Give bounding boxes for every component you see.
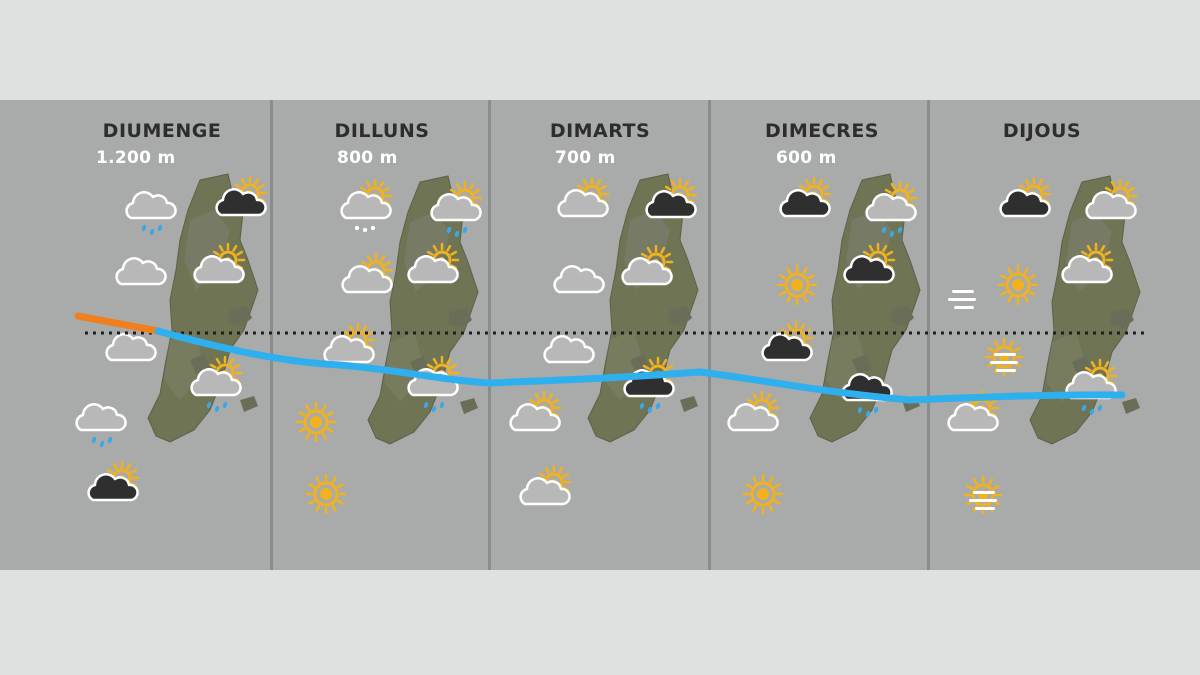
sun-icon: [776, 264, 818, 306]
sun-cloud-icon: [557, 176, 610, 218]
snow-level-dimarts: 700 m: [555, 148, 616, 168]
sun-dark-cloud-icon: [779, 176, 832, 218]
sun-icon: [742, 473, 784, 515]
sun-fog-icon: [984, 337, 1024, 377]
day-title-diumenge: DIUMENGE: [102, 120, 222, 142]
day-title-dimecres: DIMECRES: [765, 120, 879, 142]
sun-cloud-icon: [509, 390, 562, 432]
sun-cloud-icon: [1061, 242, 1114, 284]
snow-level-diumenge: 1.200 m: [96, 148, 176, 168]
sun-cloud-snow-icon: [340, 178, 393, 233]
day-title-dijous: DIJOUS: [1002, 120, 1082, 142]
cloud-rain-icon: [75, 403, 127, 448]
sun-cloud-rain-icon: [430, 180, 483, 238]
sun-dark-cloud-icon: [645, 177, 698, 219]
snow-level-dilluns: 800 m: [337, 148, 398, 168]
sun-cloud-icon: [621, 244, 674, 286]
sun-fog-icon: [963, 475, 1003, 515]
sun-cloud-icon: [407, 242, 460, 284]
cloudy-icon: [115, 257, 167, 286]
panel-divider: [708, 100, 711, 570]
snow-line-current: [74, 312, 162, 335]
day-title-dimarts: DIMARTS: [549, 120, 651, 142]
fog-icon: [948, 290, 976, 309]
icons-layer: [75, 175, 1138, 515]
sun-cloud-icon: [193, 242, 246, 284]
sun-icon: [295, 401, 337, 443]
cloudy-rain-icon: [125, 191, 177, 236]
sun-dark-cloud-icon: [87, 460, 140, 502]
sun-dark-cloud-icon: [761, 320, 814, 362]
sun-cloud-icon: [727, 390, 780, 432]
sun-icon: [305, 473, 347, 515]
sun-cloud-icon: [519, 464, 572, 506]
cloudy-icon: [105, 333, 157, 362]
cloudy-icon: [553, 265, 605, 294]
sun-cloud-rain-icon: [865, 180, 918, 238]
sun-cloud-icon: [341, 252, 394, 294]
sun-cloud-icon: [323, 322, 376, 364]
day-title-dilluns: DILLUNS: [334, 120, 430, 142]
sun-cloud-rain-icon: [190, 355, 243, 413]
sun-dark-cloud-icon: [215, 175, 268, 217]
sun-cloud-icon: [1085, 178, 1138, 220]
panel-divider: [488, 100, 491, 570]
sun-icon: [997, 264, 1039, 306]
snow-level-dimecres: 600 m: [776, 148, 837, 168]
lines-layer: [74, 312, 1145, 404]
cloudy-icon: [543, 335, 595, 364]
sun-dark-cloud-icon: [843, 242, 896, 284]
panel-divider: [270, 100, 273, 570]
sun-dark-cloud-icon: [999, 176, 1052, 218]
panel-divider: [927, 100, 930, 570]
snow-line-forecast: [154, 327, 1126, 404]
